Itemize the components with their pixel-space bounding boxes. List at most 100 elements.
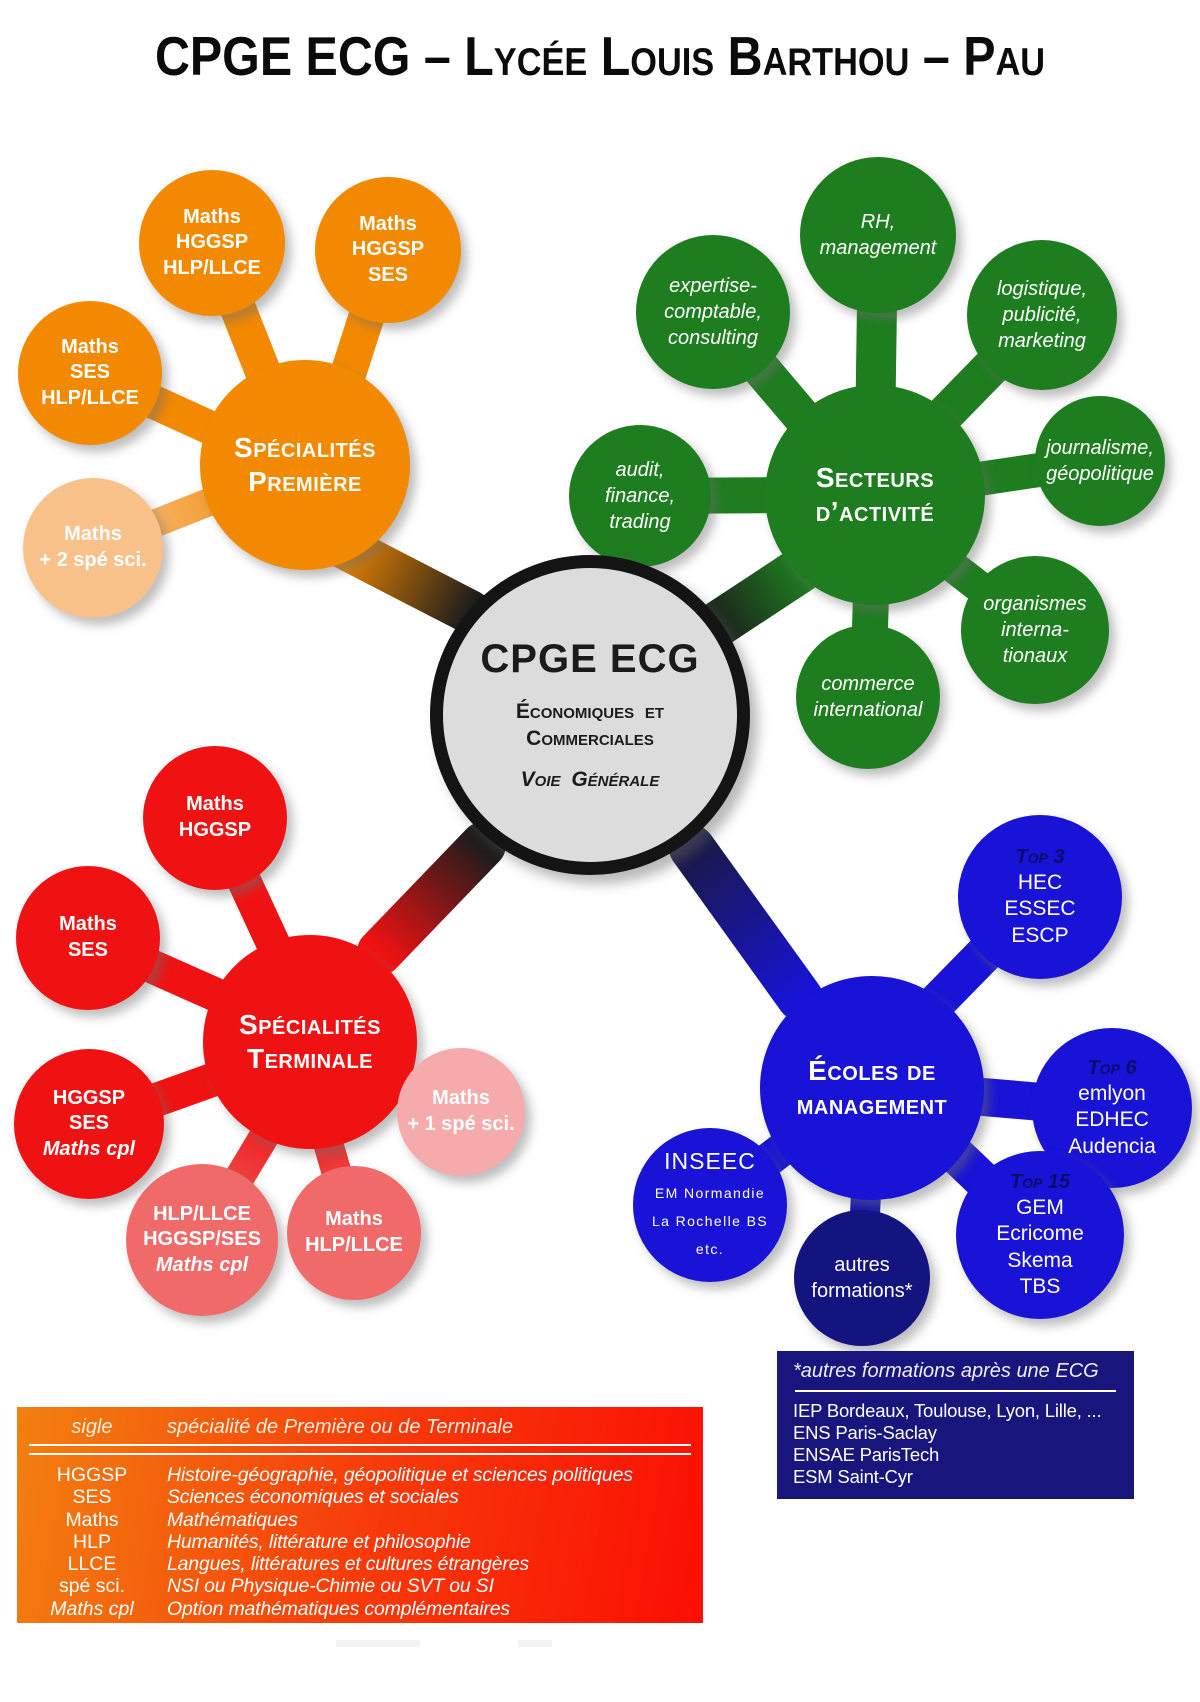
legend-definition: NSI ou Physique-Chimie ou SVT ou SI bbox=[167, 1575, 494, 1598]
hub-label: Spécialités Terminale bbox=[239, 1008, 381, 1074]
bubble-label: audit, finance, trading bbox=[604, 459, 676, 533]
legend-row: LLCE Langues, littératures et cultures é… bbox=[17, 1553, 703, 1575]
bubble-label-italic: Maths cpl bbox=[42, 1137, 136, 1160]
bubble-terminale-maths-hggsp: Maths HGGSP bbox=[143, 746, 287, 890]
footnote-item: ESM Saint-Cyr bbox=[793, 1466, 913, 1487]
legend-definition: Humanités, littérature et philosophie bbox=[167, 1530, 471, 1553]
hub-label: Spécialités Première bbox=[234, 431, 376, 497]
bubble-label: RH, management bbox=[819, 211, 937, 259]
page-bottom-artifact bbox=[336, 1640, 420, 1647]
legend-definition: Sciences économiques et sociales bbox=[167, 1486, 459, 1509]
legend-row: Maths Mathématiques bbox=[17, 1509, 703, 1531]
center-subtitle-2: Voie Générale bbox=[520, 768, 660, 792]
legend-definition: Langues, littératures et cultures étrang… bbox=[167, 1553, 529, 1576]
hub-specialites-premiere: Spécialités Première bbox=[200, 360, 410, 570]
bubble-terminale-hggsp-ses-mathscpl: HGGSP SES Maths cpl bbox=[14, 1049, 164, 1199]
bubble-ecoles-inseec: INSEEC EM Normandie La Rochelle BS etc. bbox=[633, 1128, 787, 1282]
legend-sigle: HLP bbox=[73, 1530, 111, 1553]
bubble-secteurs-organismes-internationaux: organismes interna- tionaux bbox=[961, 556, 1109, 704]
bubble-rank-label: Top 3 bbox=[1015, 845, 1065, 868]
legend-definition: Option mathématiques complémentaires bbox=[167, 1597, 510, 1620]
bubble-terminale-maths-1-spe-sci: Maths + 1 spé sci. bbox=[397, 1048, 525, 1176]
legend-header-sigle: sigle bbox=[71, 1416, 113, 1438]
hub-specialites-terminale: Spécialités Terminale bbox=[203, 935, 417, 1149]
legend-definition: Mathématiques bbox=[167, 1508, 298, 1531]
legend-header-definition: spécialité de Première ou de Terminale bbox=[167, 1416, 514, 1438]
bubble-label: Maths HGGSP HLP/LLCE bbox=[163, 205, 261, 279]
bubble-label: HGGSP SES bbox=[52, 1086, 126, 1135]
legend-sigle: Maths cpl bbox=[50, 1597, 134, 1620]
link-premiere-center bbox=[318, 523, 492, 634]
bubble-label: commerce international bbox=[813, 673, 923, 721]
bubble-rank-label: Top 6 bbox=[1087, 1056, 1137, 1079]
legend-sigle: SES bbox=[72, 1486, 112, 1509]
bubble-label: Maths HLP/LLCE bbox=[305, 1208, 403, 1256]
hub-label: Écoles de management bbox=[796, 1054, 948, 1120]
bubble-label: autres formations* bbox=[811, 1254, 913, 1302]
footnote-box: *autres formations après une ECG IEP Bor… bbox=[777, 1351, 1134, 1499]
bubble-label-italic: Maths cpl bbox=[155, 1253, 249, 1276]
link-secteurs-center bbox=[689, 547, 823, 651]
bubble-label: Maths + 2 spé sci. bbox=[39, 523, 147, 571]
bubble-label: expertise- comptable, consulting bbox=[664, 275, 762, 349]
bubble-secteurs-commerce-international: commerce international bbox=[796, 625, 940, 769]
center-node: CPGE ECG Économiques et Commerciales Voi… bbox=[430, 555, 750, 875]
bubble-label: Maths SES HLP/LLCE bbox=[41, 335, 139, 409]
hub-label: Secteurs d’activité bbox=[815, 461, 935, 527]
legend-header: sigle spécialité de Première ou de Termi… bbox=[17, 1416, 703, 1439]
bubble-secteurs-expertise-comptable: expertise- comptable, consulting bbox=[636, 235, 790, 389]
footnote-divider bbox=[795, 1390, 1116, 1392]
legend-sigle: HGGSP bbox=[56, 1464, 128, 1486]
legend-sigle: Maths bbox=[65, 1508, 119, 1531]
legend-divider bbox=[29, 1444, 691, 1455]
bubble-terminale-hlpllce-hggspses-mathscpl: HLP/LLCE HGGSP/SES Maths cpl bbox=[126, 1164, 278, 1316]
page-bottom-artifact bbox=[518, 1640, 552, 1647]
legend-sigle: LLCE bbox=[67, 1553, 117, 1576]
bubble-ecoles-autres-formations: autres formations* bbox=[794, 1210, 930, 1346]
hub-secteurs-activite: Secteurs d’activité bbox=[765, 385, 985, 605]
bubble-label: Maths HGGSP bbox=[178, 793, 252, 841]
bubble-label: emlyon EDHEC Audencia bbox=[1068, 1081, 1156, 1158]
bubble-terminale-maths-hlpllce: Maths HLP/LLCE bbox=[287, 1166, 421, 1300]
bubble-sublabel: EM Normandie La Rochelle BS etc. bbox=[651, 1184, 769, 1257]
center-title: CPGE ECG bbox=[480, 636, 700, 681]
bubble-label: organismes interna- tionaux bbox=[983, 593, 1087, 667]
bubble-label: journalisme, géopolitique bbox=[1046, 437, 1154, 485]
hub-ecoles-de-management: Écoles de management bbox=[760, 976, 984, 1200]
bubble-label: HEC ESSEC ESCP bbox=[1004, 870, 1076, 947]
bubble-secteurs-audit-finance: audit, finance, trading bbox=[569, 425, 711, 567]
legend-row: HLP Humanités, littérature et philosophi… bbox=[17, 1531, 703, 1553]
bubble-label: logistique, publicité, marketing bbox=[996, 278, 1088, 352]
legend-row: HGGSP Histoire-géographie, géopolitique … bbox=[17, 1464, 703, 1486]
center-subtitle: Économiques et Commerciales bbox=[515, 699, 665, 750]
bubble-premiere-maths-ses-hlpllce: Maths SES HLP/LLCE bbox=[18, 301, 162, 445]
footnote-item: ENS Paris-Saclay bbox=[793, 1422, 937, 1443]
bubble-label: Maths + 1 spé sci. bbox=[407, 1087, 515, 1135]
page-title: CPGE ECG – Lycée Louis Barthou – Pau bbox=[154, 25, 1046, 87]
bubble-secteurs-logistique-publicite: logistique, publicité, marketing bbox=[967, 240, 1117, 390]
footnote-item: IEP Bordeaux, Toulouse, Lyon, Lille, ... bbox=[793, 1400, 1102, 1421]
bubble-rank-label: Top 15 bbox=[1009, 1170, 1071, 1193]
legend-sigle: spé sci. bbox=[58, 1575, 126, 1598]
legend-table: sigle spécialité de Première ou de Termi… bbox=[17, 1407, 703, 1623]
bubble-label: Maths SES bbox=[59, 913, 117, 961]
legend-row: SES Sciences économiques et sociales bbox=[17, 1486, 703, 1508]
legend-definition: Histoire-géographie, géopolitique et sci… bbox=[167, 1464, 633, 1486]
footnote-header: *autres formations après une ECG bbox=[793, 1360, 1099, 1382]
bubble-secteurs-rh-management: RH, management bbox=[800, 157, 956, 313]
bubble-label: Maths HGGSP SES bbox=[351, 212, 425, 286]
bubble-secteurs-journalisme: journalisme, géopolitique bbox=[1035, 396, 1165, 526]
bubble-terminale-maths-ses: Maths SES bbox=[16, 866, 160, 1010]
bubble-label: GEM Ecricome Skema TBS bbox=[996, 1195, 1084, 1298]
bubble-premiere-maths-hggsp-ses: Maths HGGSP SES bbox=[315, 177, 461, 323]
bubble-premiere-maths-2-spe-sci: Maths + 2 spé sci. bbox=[23, 478, 163, 618]
bubble-ecoles-top3: Top 3 HEC ESSEC ESCP bbox=[958, 815, 1122, 979]
footnote-item: ENSAE ParisTech bbox=[793, 1444, 940, 1465]
bubble-ecoles-top15: Top 15 GEM Ecricome Skema TBS bbox=[956, 1151, 1124, 1319]
bubble-premiere-maths-hggsp-hlpllce: Maths HGGSP HLP/LLCE bbox=[139, 170, 285, 316]
bubble-label: INSEEC bbox=[664, 1147, 756, 1174]
link-terminale-center bbox=[357, 822, 506, 975]
bubble-label: HLP/LLCE HGGSP/SES bbox=[143, 1202, 261, 1251]
legend-row: spé sci. NSI ou Physique-Chimie ou SVT o… bbox=[17, 1575, 703, 1597]
